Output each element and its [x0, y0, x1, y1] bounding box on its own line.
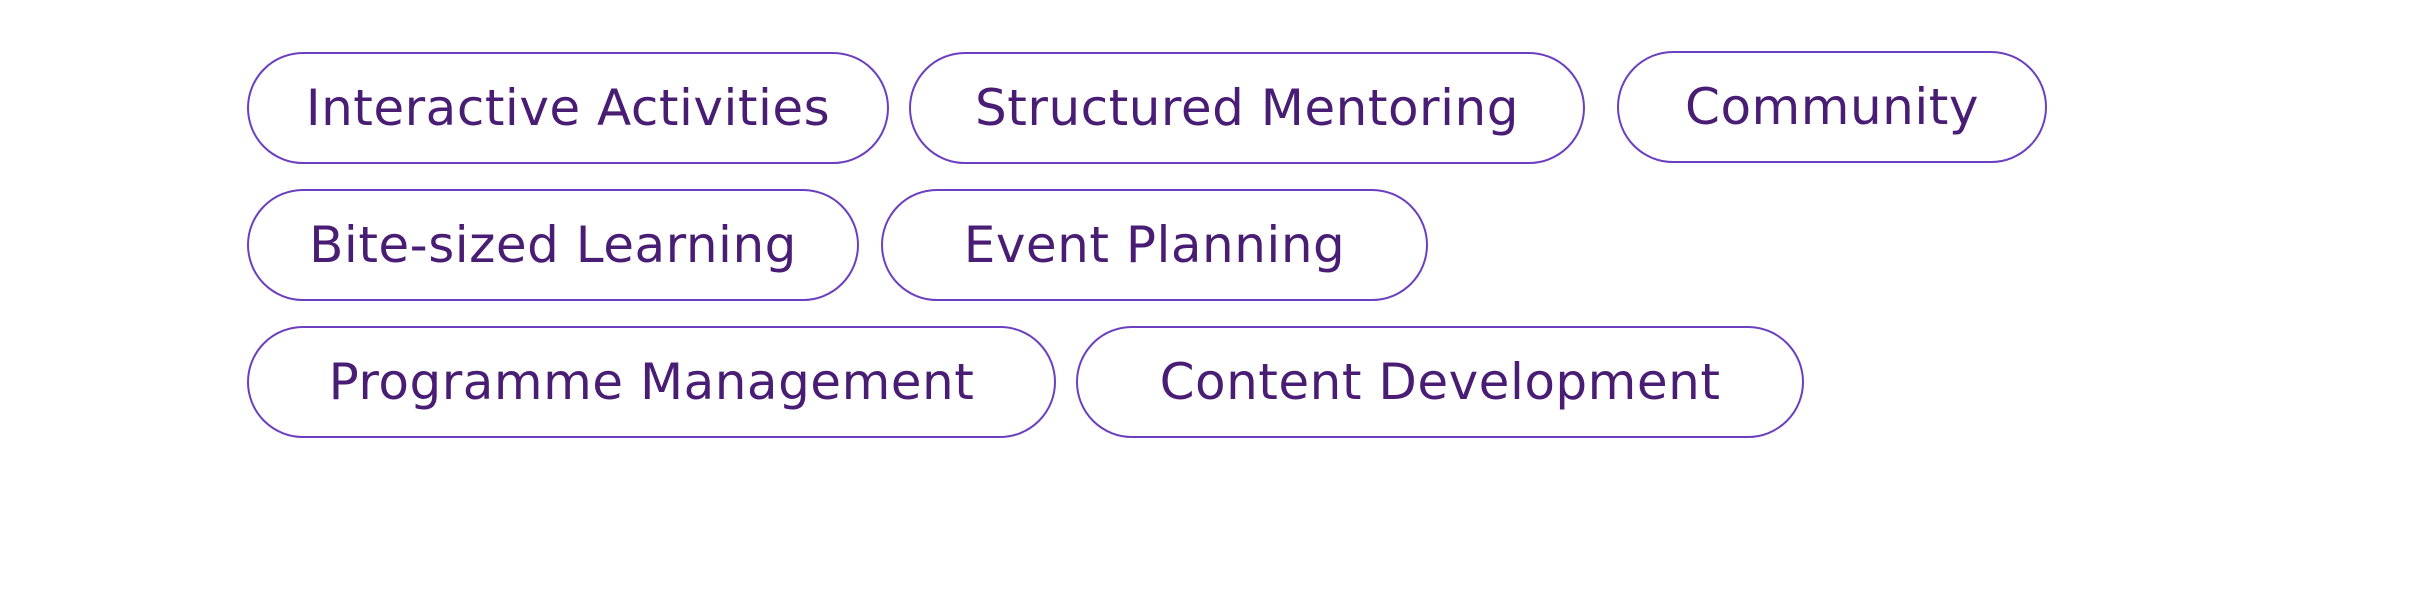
- tag-label: Community: [1685, 78, 1979, 136]
- tag-programme-management[interactable]: Programme Management: [247, 326, 1056, 438]
- tag-structured-mentoring[interactable]: Structured Mentoring: [909, 52, 1585, 164]
- tag-community[interactable]: Community: [1617, 51, 2047, 163]
- tag-label: Bite-sized Learning: [309, 216, 797, 274]
- tag-label: Programme Management: [328, 353, 975, 411]
- tag-label: Event Planning: [963, 216, 1346, 274]
- tag-label: Structured Mentoring: [975, 79, 1519, 137]
- tag-content-development[interactable]: Content Development: [1076, 326, 1804, 438]
- tag-event-planning[interactable]: Event Planning: [881, 189, 1428, 301]
- tag-bite-sized-learning[interactable]: Bite-sized Learning: [247, 189, 859, 301]
- tag-label: Interactive Activities: [305, 79, 831, 137]
- tag-interactive-activities[interactable]: Interactive Activities: [247, 52, 889, 164]
- tag-label: Content Development: [1159, 353, 1721, 411]
